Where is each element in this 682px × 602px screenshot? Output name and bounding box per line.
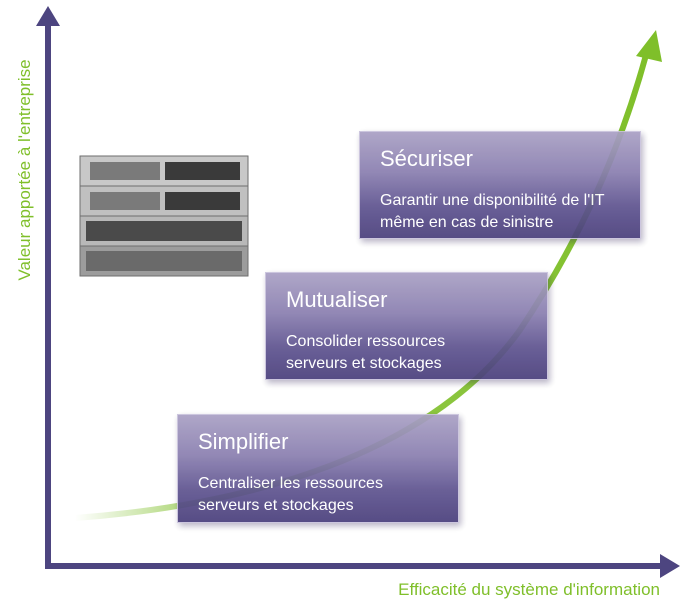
growth-curve-arrowhead [636, 30, 662, 62]
x-axis-arrowhead [660, 554, 680, 578]
step-description-line: serveurs et stockages [198, 497, 354, 514]
step-card-securiser: Sécuriser Garantir une disponibilité de … [359, 131, 641, 239]
y-axis-arrowhead [36, 6, 60, 26]
step-description-line: Garantir une disponibilité de l'IT [380, 192, 605, 209]
step-description-line: Centraliser les ressources [198, 475, 383, 492]
x-axis-label: Efficacité du système d'information [398, 580, 660, 599]
step-description: Consolider ressources serveurs et stocka… [286, 331, 445, 375]
server-rack-icon [79, 155, 249, 277]
step-title: Mutualiser [286, 287, 388, 312]
step-description-line: serveurs et stockages [286, 355, 442, 372]
step-description-line: même en cas de sinistre [380, 214, 554, 231]
step-description: Centraliser les ressources serveurs et s… [198, 473, 383, 517]
step-description-line: Consolider ressources [286, 333, 446, 350]
step-description: Garantir une disponibilité de l'IT même … [380, 190, 605, 234]
step-title: Simplifier [198, 429, 289, 454]
y-axis-label: Valeur apportée à l'entreprise [15, 59, 34, 281]
step-card-simplifier: Simplifier Centraliser les ressources se… [177, 414, 459, 523]
step-title: Sécuriser [380, 146, 473, 171]
step-card-mutualiser: Mutualiser Consolider ressources serveur… [265, 272, 548, 380]
